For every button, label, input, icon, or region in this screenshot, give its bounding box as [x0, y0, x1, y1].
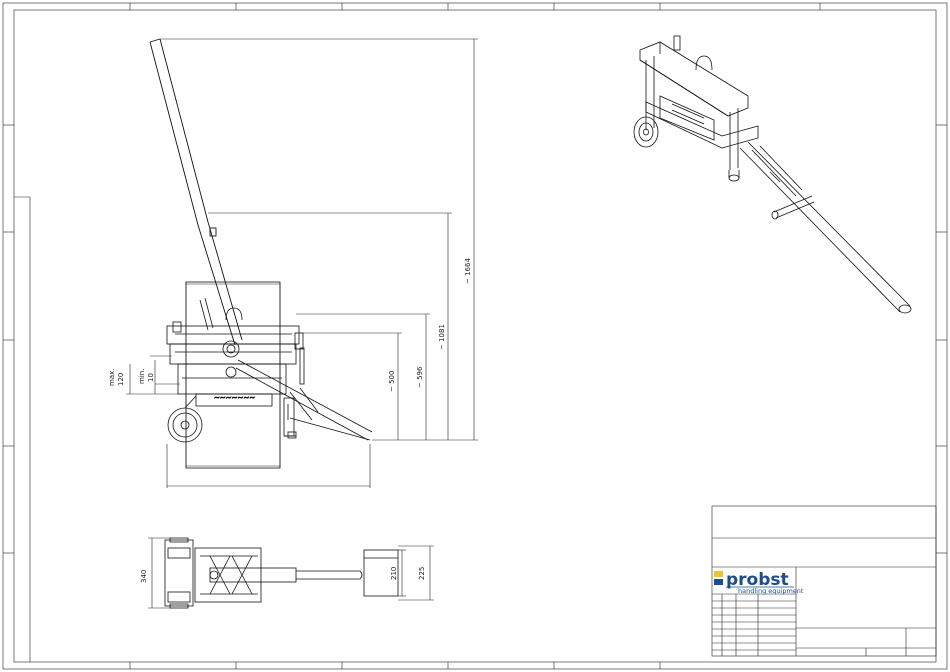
- side-view: ~~~~~~~: [108, 39, 478, 488]
- horizontal-dimension-lines: [167, 282, 370, 488]
- dimension-width-225: 225: [418, 567, 426, 580]
- svg-text:~~~~~~~: ~~~~~~~: [214, 394, 255, 402]
- machine-body: ~~~~~~~: [167, 282, 304, 468]
- dimension-clamp-max-label: max.: [108, 369, 116, 386]
- dimension-height-500: ~ 500: [388, 371, 396, 392]
- dimension-handle-height: ~ 1081: [438, 324, 446, 350]
- dimension-width-340: 340: [140, 570, 148, 583]
- dimension-height-596: ~ 596: [416, 366, 424, 388]
- top-view: 340 210 225: [140, 538, 434, 608]
- vertical-dimension-lines: [126, 39, 478, 440]
- wheel: [168, 396, 202, 442]
- dimension-clamp-min-value: 10: [147, 373, 155, 382]
- probst-logo: probst handling equipment: [714, 570, 804, 595]
- dimension-clamp-min-label: min.: [138, 369, 146, 384]
- dimension-width-210: 210: [390, 567, 398, 580]
- dimension-overall-height: ~ 1664: [464, 258, 472, 284]
- lever-handle: [150, 39, 242, 345]
- drawing-frame: [3, 3, 947, 669]
- brand-tagline: handling equipment: [738, 587, 804, 595]
- isometric-view: [634, 36, 911, 313]
- dimension-clamp-max-value: 120: [117, 373, 125, 386]
